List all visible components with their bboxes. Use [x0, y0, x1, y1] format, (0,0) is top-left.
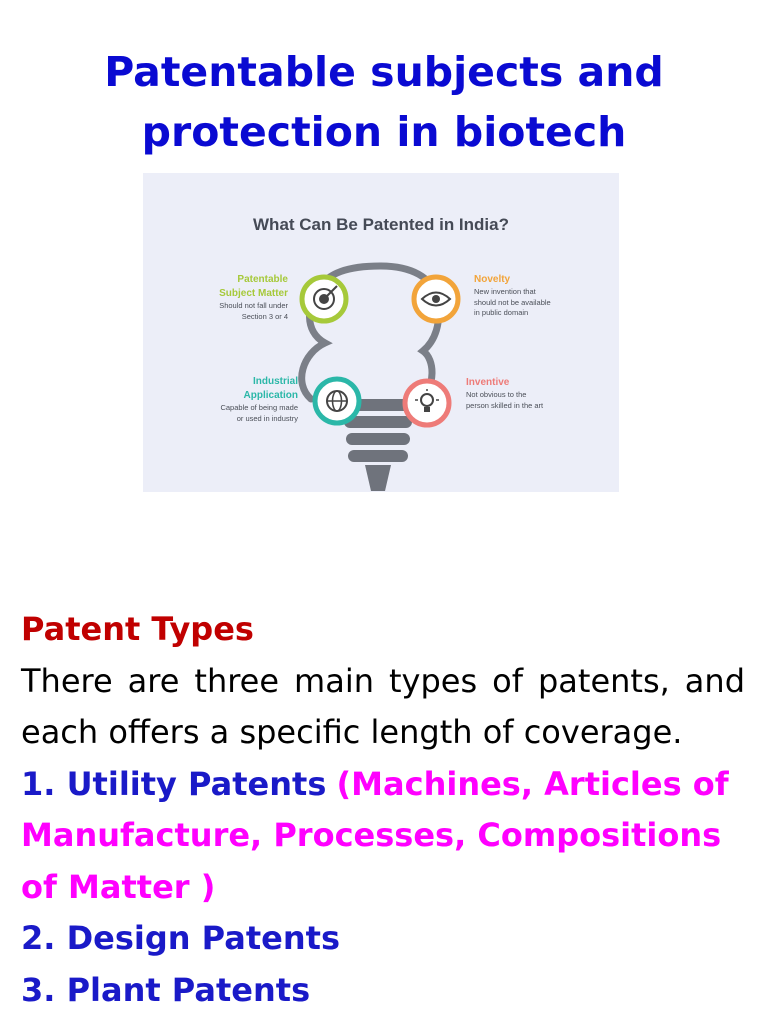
- title-line-1: Patentable subjects and: [104, 48, 664, 96]
- label-patentable-subject-matter: Patentable Subject Matter Should not fal…: [219, 274, 288, 321]
- infographic-title: What Can Be Patented in India?: [253, 215, 509, 234]
- utility-patents-detail: (Machines, Articles of Manufacture, Proc…: [21, 764, 729, 906]
- label-inventive: Inventive Not obvious to the person skil…: [466, 377, 544, 410]
- plant-patents-item: 3. Plant Patents: [21, 970, 311, 1009]
- utility-patents-label: 1. Utility Patents: [21, 764, 327, 803]
- title-line-2: protection in biotech: [141, 108, 627, 156]
- patent-types-section: Patent Types There are three main types …: [21, 604, 745, 1016]
- lightbulb-icon: [402, 378, 452, 428]
- bulb-tip: [365, 465, 391, 491]
- label-industrial-application: Industrial Application Capable of being …: [220, 376, 298, 423]
- bulb-base-ring-2: [344, 416, 412, 428]
- intro-paragraph: There are three main types of patents, a…: [21, 661, 745, 752]
- bulb-base-ring-4: [348, 450, 408, 462]
- bulb-outline: [298, 262, 443, 403]
- target-icon: [299, 274, 349, 324]
- section-heading: Patent Types: [21, 610, 254, 648]
- globe-icon: [312, 376, 362, 426]
- design-patents-item: 2. Design Patents: [21, 919, 340, 957]
- utility-patents-item: 1. Utility Patents (Machines, Articles o…: [21, 759, 745, 914]
- eye-icon: [411, 274, 461, 324]
- bulb-base-ring-3: [346, 433, 410, 445]
- label-novelty: Novelty New invention that should not be…: [474, 274, 551, 317]
- lightbulb-graphic: [298, 262, 461, 491]
- patentability-infographic: What Can Be Patented in India?: [143, 173, 619, 492]
- page-title: Patentable subjects and protection in bi…: [0, 42, 768, 162]
